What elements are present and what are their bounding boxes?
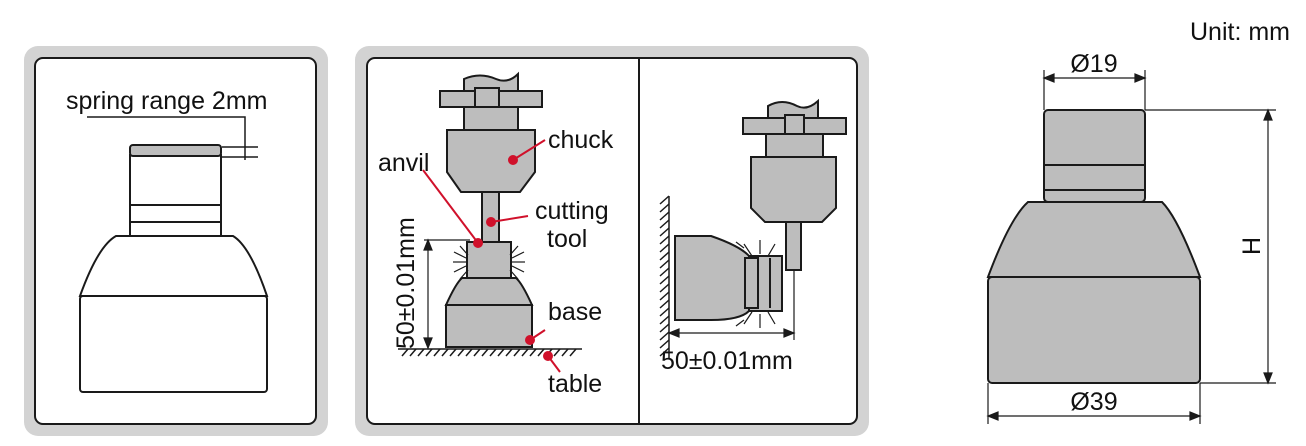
- panel-dimensions: Ø19 Ø39 H: [986, 50, 1276, 424]
- label-tool: tool: [547, 225, 587, 253]
- leader-lines: [422, 139, 561, 373]
- tool-setter-outline: [78, 154, 269, 393]
- panel-usage: 50±0.01mm chuck anvil cutting tool base …: [355, 46, 869, 436]
- panel-spring-range: spring range 2mm: [24, 46, 328, 436]
- top-diameter-dimension: [1042, 70, 1147, 110]
- bottom-diameter-dimension: [986, 383, 1202, 424]
- spring-range-dimension: [87, 116, 258, 160]
- spring-cap: [129, 144, 222, 157]
- wall-surface: [659, 195, 670, 358]
- dimension-device: [986, 109, 1202, 384]
- vertical-setup: [439, 71, 543, 348]
- label-base: base: [548, 298, 602, 326]
- top-diameter-label: Ø19: [1070, 50, 1117, 78]
- height-dimension-label: 50±0.01mm: [392, 217, 420, 349]
- table-surface: [398, 348, 582, 357]
- width-dimension-label: 50±0.01mm: [661, 347, 793, 375]
- contact-sparks-right: [735, 240, 776, 328]
- height-H-dimension: [1145, 108, 1276, 385]
- label-table: table: [548, 370, 602, 398]
- label-chuck: chuck: [548, 126, 614, 154]
- height-dimension: [423, 238, 470, 350]
- width-dimension: [667, 270, 796, 340]
- label-cutting: cutting: [535, 197, 609, 225]
- height-H-label: H: [1238, 237, 1266, 255]
- horizontal-setup: [674, 98, 847, 321]
- unit-label: Unit: mm: [1190, 18, 1290, 46]
- spring-range-label: spring range 2mm: [66, 87, 267, 115]
- device-base: [445, 304, 533, 348]
- bottom-diameter-label: Ø39: [1070, 388, 1117, 416]
- label-anvil: anvil: [378, 149, 429, 177]
- contact-sparks-left: [453, 245, 525, 280]
- chuck-shape: [446, 129, 536, 193]
